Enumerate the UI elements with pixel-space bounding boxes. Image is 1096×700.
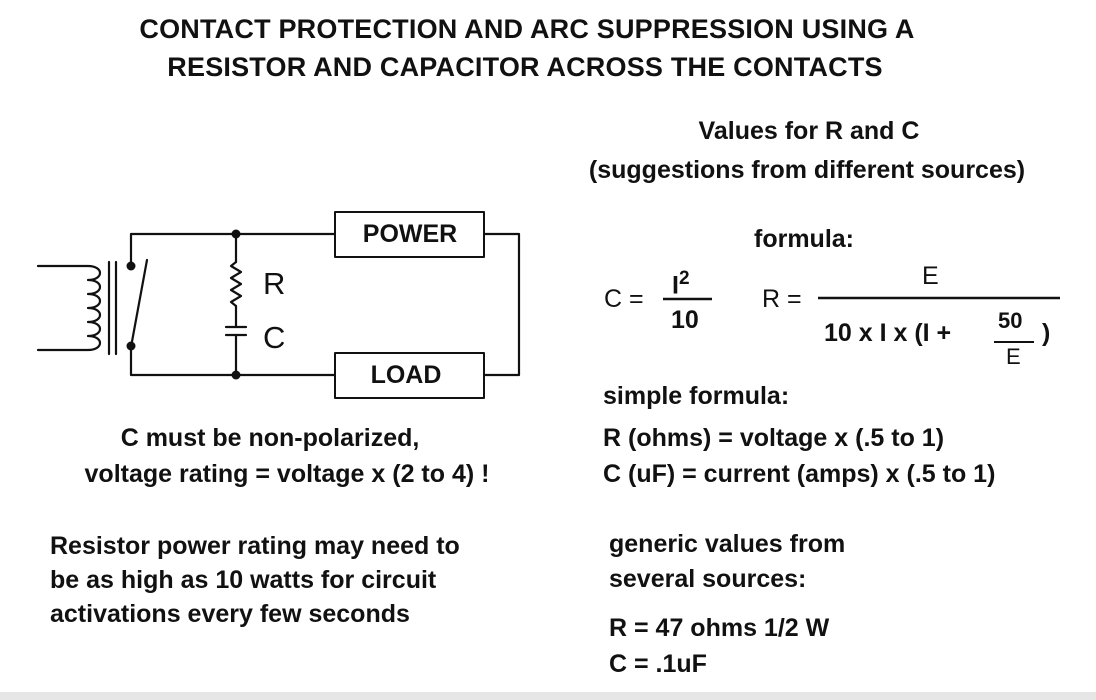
formula-heading: formula: [754, 225, 854, 253]
power-label: POWER [362, 220, 458, 248]
values-header-line-1: Values for R and C [698, 117, 920, 145]
c-formula-denominator: 10 [671, 306, 699, 334]
generic-values-heading-line-2: several sources: [609, 565, 807, 593]
junction-dot-top [231, 229, 241, 239]
power-box [334, 211, 485, 258]
relay-coil [36, 264, 102, 352]
r-formula-denominator-end: ) [1042, 319, 1051, 347]
simple-formula-heading: simple formula: [603, 382, 790, 410]
title-line-2: RESISTOR AND CAPACITOR ACROSS THE CONTAC… [167, 52, 883, 82]
r-inner-denominator: E [1006, 344, 1021, 369]
title-line-1: CONTACT PROTECTION AND ARC SUPPRESSION U… [139, 14, 915, 44]
contact-dot-top [126, 261, 136, 271]
wire-top [129, 232, 337, 267]
capacitor-note-line-2: voltage rating = voltage x (2 to 4) ! [84, 460, 490, 488]
resistor-note-line-2: be as high as 10 watts for circuit [50, 566, 437, 594]
bottom-border [0, 692, 1096, 700]
capacitor-label: C [263, 320, 286, 355]
load-label: LOAD [370, 361, 442, 389]
generic-values-heading-line-1: generic values from [609, 530, 846, 558]
simple-formula-c-line: C (uF) = current (amps) x (.5 to 1) [603, 460, 996, 488]
generic-c-value: C = .1uF [609, 650, 707, 678]
r-formula-numerator: E [922, 262, 939, 290]
resistor-note-line-3: activations every few seconds [50, 600, 410, 628]
c-numerator-base: I [672, 271, 679, 300]
resistor-symbol [229, 260, 243, 308]
r-formula-lhs: R = [762, 285, 802, 313]
resistor-note-line-1: Resistor power rating may need to [50, 532, 460, 560]
relay-contact [129, 258, 149, 349]
contact-dot-bottom [126, 341, 136, 351]
c-formula-lhs: C = [604, 285, 644, 313]
wire-bottom [129, 345, 337, 377]
values-header-line-2: (suggestions from different sources) [588, 156, 1026, 184]
junction-dot-bottom [231, 370, 241, 380]
load-box [334, 352, 485, 399]
r-inner-numerator: 50 [998, 308, 1023, 333]
c-numerator-exponent: 2 [678, 268, 690, 289]
r-formula-denominator-start: 10 x I x (I + [824, 319, 952, 347]
resistor-label: R [263, 266, 286, 301]
c-formula-numerator: I2 [672, 268, 690, 300]
generic-r-value: R = 47 ohms 1/2 W [609, 614, 830, 642]
wire-right [482, 232, 521, 377]
simple-formula-r-line: R (ohms) = voltage x (.5 to 1) [603, 424, 945, 452]
capacitor-note-line-1: C must be non-polarized, [120, 424, 420, 452]
